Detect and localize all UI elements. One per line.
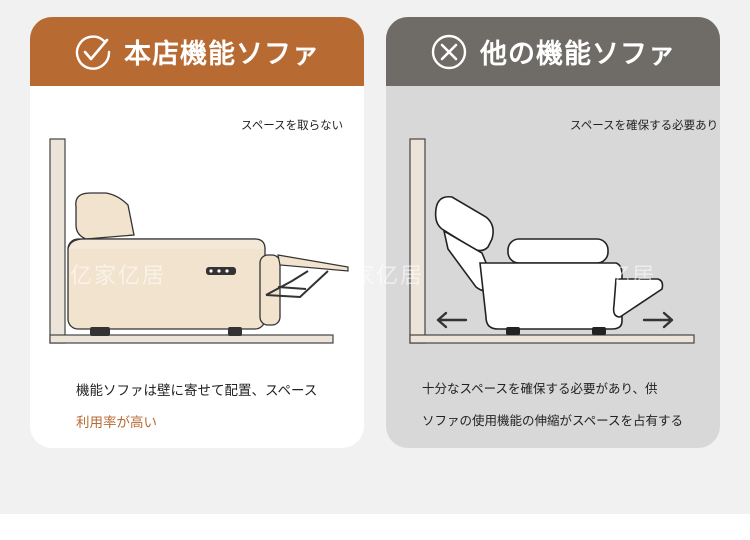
our-sofa-description-line1: 機能ソファは壁に寄せて配置、スペース xyxy=(76,383,318,399)
bottom-strip xyxy=(0,514,750,540)
floor xyxy=(49,334,334,344)
x-circle-icon xyxy=(431,34,467,69)
other-sofa-description-line2: ソファの使用機能の伸縮がスペースを占有する xyxy=(422,413,684,428)
left-arrow-icon xyxy=(436,311,468,329)
other-sofa-header: 他の機能ソファ xyxy=(386,17,720,86)
our-sofa-title: 本店機能ソファ xyxy=(124,39,320,70)
recline-mechanism xyxy=(265,270,329,299)
floor xyxy=(409,334,695,344)
other-sofa-description-line1: 十分なスペースを確保する必要があり、供 xyxy=(422,381,658,396)
compact-sofa-illustration xyxy=(49,138,349,344)
reclining-sofa-illustration xyxy=(409,138,695,344)
our-sofa-header: 本店機能ソファ xyxy=(30,17,364,86)
sofa-arm xyxy=(259,254,281,326)
control-panel xyxy=(206,267,236,275)
watermark-center: 家亿居 xyxy=(352,264,425,289)
our-sofa-caption: スペースを取らない xyxy=(241,118,344,132)
wall xyxy=(409,138,426,344)
check-circle-icon xyxy=(75,34,111,70)
watermark-left: 亿家亿居 xyxy=(70,264,167,289)
right-arrow-icon xyxy=(642,311,674,329)
sofa-backrest xyxy=(75,192,135,240)
other-sofa-card: 他の機能ソファ スペースを確保する必要あり 十分なスペースを確保する必要があり、… xyxy=(386,17,720,448)
other-sofa-title: 他の機能ソファ xyxy=(480,39,676,70)
watermark-right: 亿家亿居 xyxy=(560,264,657,289)
sofa-footrest xyxy=(277,254,349,272)
sofa-footrest xyxy=(612,278,664,318)
sofa-base xyxy=(479,262,623,330)
wall xyxy=(49,138,66,344)
our-sofa-card: 本店機能ソファ スペースを取らない 機能ソファは壁に寄せて配置、スペース 利用率… xyxy=(30,17,364,448)
our-sofa-description-line2: 利用率が高い xyxy=(76,415,157,431)
other-sofa-caption: スペースを確保する必要あり xyxy=(570,118,719,132)
